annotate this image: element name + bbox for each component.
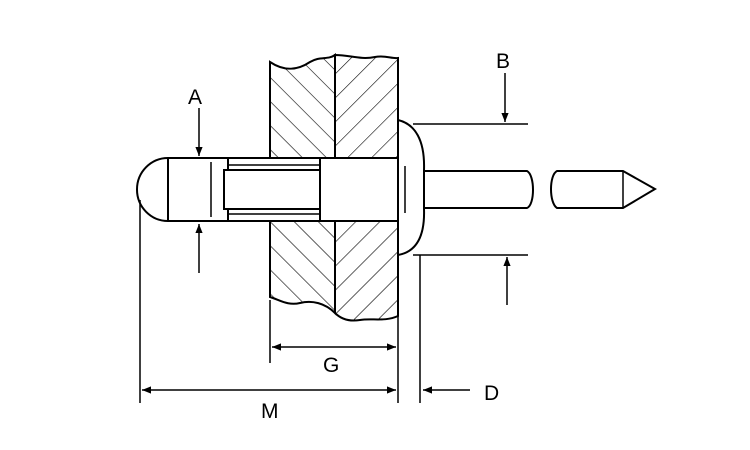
rivet-flange-head [397, 118, 426, 257]
left-plate-lower [269, 220, 336, 316]
label-m: M [261, 400, 279, 423]
right-plate-lower [334, 220, 399, 322]
label-d: D [484, 382, 499, 405]
rivet-blind-end [136, 157, 229, 222]
label-b: B [496, 50, 510, 73]
label-a: A [188, 86, 202, 109]
mandrel [423, 170, 534, 209]
right-plate-upper [334, 53, 399, 159]
left-plate-upper [269, 53, 336, 159]
mandrel-tip [550, 170, 657, 209]
label-g: G [323, 354, 339, 377]
